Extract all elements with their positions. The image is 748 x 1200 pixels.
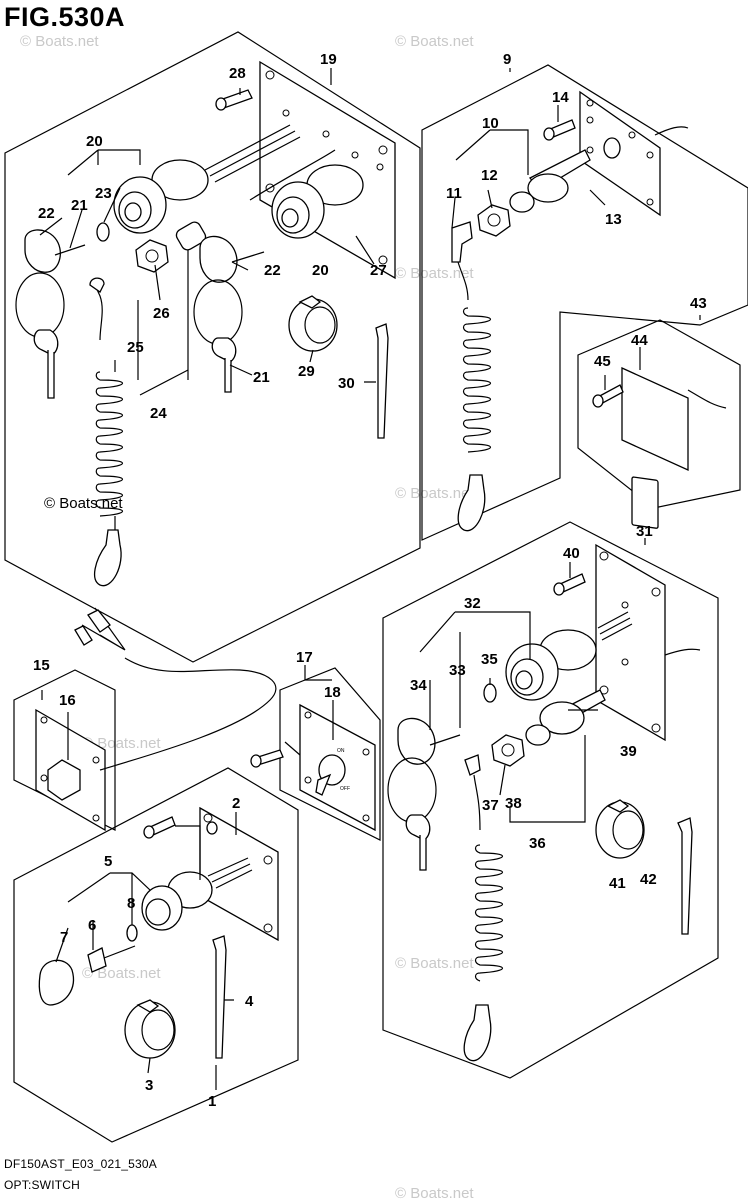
callout-22: 22 <box>38 205 55 222</box>
watermark: © Boats.net <box>395 265 474 282</box>
callout-25: 25 <box>127 339 144 356</box>
watermark: © Boats.net <box>395 955 474 972</box>
callout-9: 9 <box>503 51 511 68</box>
callout-3: 3 <box>145 1077 153 1094</box>
callout-18: 18 <box>324 684 341 701</box>
callout-21: 21 <box>71 197 88 214</box>
callout-43: 43 <box>690 295 707 312</box>
callout-7: 7 <box>60 929 68 946</box>
callout-1: 1 <box>208 1093 216 1110</box>
callout-27: 27 <box>370 262 387 279</box>
callout-13: 13 <box>605 211 622 228</box>
assembly-17-box: ON OFF <box>250 665 381 841</box>
watermark-dark: © Boats.net <box>44 495 123 512</box>
callout-14: 14 <box>552 89 569 106</box>
callout-23: 23 <box>95 185 112 202</box>
callout-44: 44 <box>631 332 648 349</box>
assembly-15-box <box>13 607 277 832</box>
callout-24: 24 <box>150 405 167 422</box>
watermark: © Boats.net <box>82 965 161 982</box>
callout-32: 32 <box>464 595 481 612</box>
callout-10: 10 <box>482 115 499 132</box>
watermark: © Boats.net <box>395 1185 474 1200</box>
callout-5: 5 <box>104 853 112 870</box>
callout-41: 41 <box>609 875 626 892</box>
callout-6: 6 <box>88 917 96 934</box>
watermark: © Boats.net <box>20 33 99 50</box>
callout-12: 12 <box>481 167 498 184</box>
watermark: © Boats.net <box>395 33 474 50</box>
switch-on-mark: ON <box>337 748 345 754</box>
callout-20: 20 <box>86 133 103 150</box>
callout-16: 16 <box>59 692 76 709</box>
assembly-19-box <box>4 31 421 663</box>
callout-17: 17 <box>296 649 313 666</box>
callout-2: 2 <box>232 795 240 812</box>
callout-35: 35 <box>481 651 498 668</box>
callout-31: 31 <box>636 523 653 540</box>
callout-8: 8 <box>127 895 135 912</box>
callout-11: 11 <box>446 185 462 202</box>
callout-19: 19 <box>320 51 337 68</box>
callout-30: 30 <box>338 375 355 392</box>
callout-4: 4 <box>245 993 254 1010</box>
assembly-31-box <box>382 521 719 1079</box>
callout-42: 42 <box>640 871 657 888</box>
callout-28: 28 <box>229 65 246 82</box>
callout-39: 39 <box>620 743 637 760</box>
callout-34: 34 <box>410 677 427 694</box>
callout-15: 15 <box>33 657 50 674</box>
figure-name: OPT:SWITCH <box>4 1178 80 1192</box>
callout-36: 36 <box>529 835 546 852</box>
callout-33: 33 <box>449 662 466 679</box>
callout-38: 38 <box>505 795 522 812</box>
callout-20: 20 <box>312 262 329 279</box>
callout-29: 29 <box>298 363 315 380</box>
switch-off-mark: OFF <box>340 786 350 792</box>
callout-45: 45 <box>594 353 611 370</box>
callout-37: 37 <box>482 797 499 814</box>
callout-40: 40 <box>563 545 580 562</box>
callout-26: 26 <box>153 305 170 322</box>
callout-21: 21 <box>253 369 270 386</box>
assembly-1-box <box>13 767 299 1143</box>
figure-code: DF150AST_E03_021_530A <box>4 1157 157 1171</box>
figure-title: FIG.530A <box>4 2 126 32</box>
callout-labels: 28 19 20 23 21 22 22 20 27 26 25 29 30 2… <box>33 51 707 1110</box>
assembly-9-box <box>421 64 748 541</box>
watermark: © Boats.net <box>395 485 474 502</box>
callout-22: 22 <box>264 262 281 279</box>
watermarks: © Boats.net © Boats.net © Boats.net © Bo… <box>20 33 474 1200</box>
